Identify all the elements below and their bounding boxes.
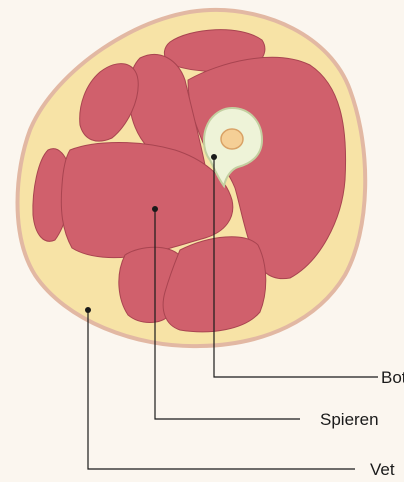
muscle-marker-dot: [152, 206, 158, 212]
bone-marrow: [221, 129, 243, 149]
muscle-label: Spieren: [320, 411, 379, 428]
bone-label: Bot: [381, 369, 404, 386]
bone-marker-dot: [211, 154, 217, 160]
fat-label: Vet: [370, 461, 395, 478]
fat-marker-dot: [85, 307, 91, 313]
